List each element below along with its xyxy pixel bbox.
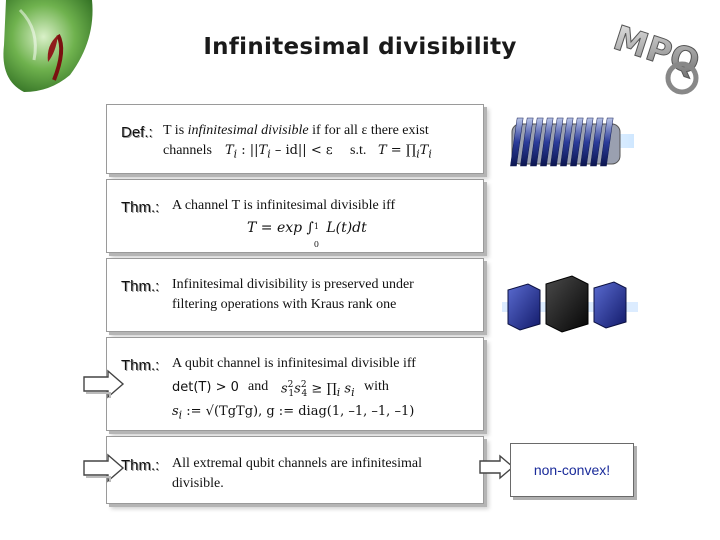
definition-box: [106, 104, 484, 174]
channel-stack-icon: [506, 117, 634, 167]
arrow-right-icon: [479, 454, 515, 480]
mpq-logo: MPQ: [608, 20, 704, 95]
thm3-definition: si := √(TgTg), g := diag(1, –1, –1, –1): [172, 404, 415, 422]
thm1-label: Thm.:: [121, 199, 160, 216]
non-convex-callout: non-convex!: [510, 443, 634, 497]
thm3-label: Thm.:: [121, 357, 160, 374]
thm1-line-1: A channel T is infinitesimal divisible i…: [172, 198, 396, 213]
thm4-line-1: All extremal qubit channels are infinite…: [172, 456, 422, 471]
slide-title: Infinitesimal divisibility: [203, 34, 517, 60]
def-line-2-prefix: channels: [163, 143, 212, 158]
thm3-with: with: [364, 379, 389, 394]
thm2-line-2: filtering operations with Kraus rank one: [172, 297, 397, 312]
filter-blocks-icon: [502, 275, 638, 333]
def-label: Def.:: [121, 124, 153, 141]
theorem-box-1: [106, 179, 484, 253]
leaf-logo: [3, 0, 93, 92]
def-math-product: T = ∏iTi: [378, 143, 432, 161]
thm3-and: and: [248, 379, 269, 394]
arrow-right-icon: [83, 453, 125, 483]
theorem-box-2: [106, 258, 484, 332]
thm2-label: Thm.:: [121, 278, 160, 295]
thm3-inequality: s21s24 ≥ ∏i si: [281, 380, 355, 399]
theorem-box-4: [106, 436, 484, 504]
thm3-line-1: A qubit channel is infinitesimal divisib…: [172, 356, 416, 371]
thm3-det-condition: det(T) > 0: [172, 380, 239, 395]
def-line-1: T is infinitesimal divisible if for all …: [163, 123, 429, 138]
def-such-that: s.t.: [350, 143, 367, 158]
def-math-channels: Ti : ||Ti – id|| < ε: [225, 143, 333, 161]
thm4-line-2: divisible.: [172, 476, 224, 491]
arrow-right-icon: [83, 369, 125, 399]
thm4-label: Thm.:: [121, 457, 160, 474]
thm2-line-1: Infinitesimal divisibility is preserved …: [172, 277, 414, 292]
theorem-box-3: [106, 337, 484, 431]
svg-text:MPQ: MPQ: [609, 20, 704, 83]
